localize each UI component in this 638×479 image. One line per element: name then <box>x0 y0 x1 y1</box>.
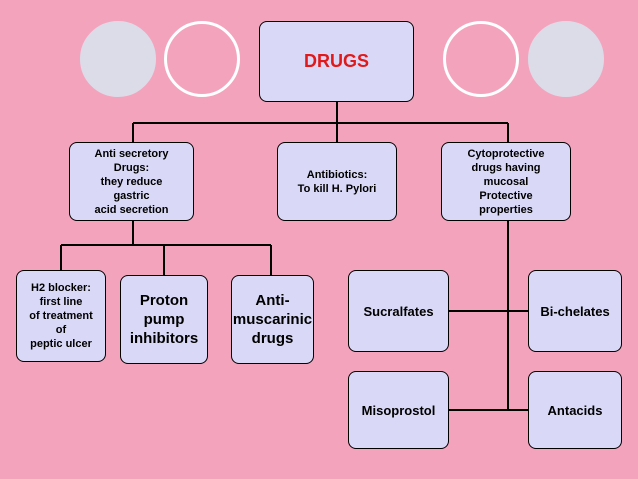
decorative-circle-1 <box>80 21 156 97</box>
node-anti-secretory: Anti secretory Drugs: they reduce gastri… <box>69 142 194 221</box>
node-antimuscarinic: Anti- muscarinic drugs <box>231 275 314 364</box>
bi-chelates-label: Bi-chelates <box>540 303 610 319</box>
node-proton-pump-inhibitors: Proton pump inhibitors <box>120 275 208 364</box>
root-node-drugs: DRUGS <box>259 21 414 102</box>
node-antacids: Antacids <box>528 371 622 449</box>
proton-pump-inhibitors-label: Proton pump inhibitors <box>129 292 199 347</box>
node-bi-chelates: Bi-chelates <box>528 270 622 352</box>
antacids-label: Antacids <box>547 402 603 418</box>
node-h2-blocker: H2 blocker: first line of treatment of p… <box>16 270 106 362</box>
node-sucralfates: Sucralfates <box>348 270 449 352</box>
decorative-circle-3 <box>443 21 519 97</box>
antibiotics-label: Antibiotics: To kill H. Pylori <box>297 168 377 195</box>
node-cytoprotective: Cytoprotective drugs having mucosal Prot… <box>441 142 571 221</box>
anti-secretory-label: Anti secretory Drugs: they reduce gastri… <box>94 147 169 216</box>
misoprostol-label: Misoprostol <box>361 402 436 418</box>
cytoprotective-label: Cytoprotective drugs having mucosal Prot… <box>467 147 545 216</box>
decorative-circle-4 <box>528 21 604 97</box>
node-antibiotics: Antibiotics: To kill H. Pylori <box>277 142 397 221</box>
antimuscarinic-label: Anti- muscarinic drugs <box>232 292 313 347</box>
h2-blocker-label: H2 blocker: first line of treatment of p… <box>29 282 93 350</box>
node-misoprostol: Misoprostol <box>348 371 449 449</box>
decorative-circle-2 <box>164 21 240 97</box>
root-label: DRUGS <box>303 51 369 71</box>
sucralfates-label: Sucralfates <box>363 303 434 319</box>
